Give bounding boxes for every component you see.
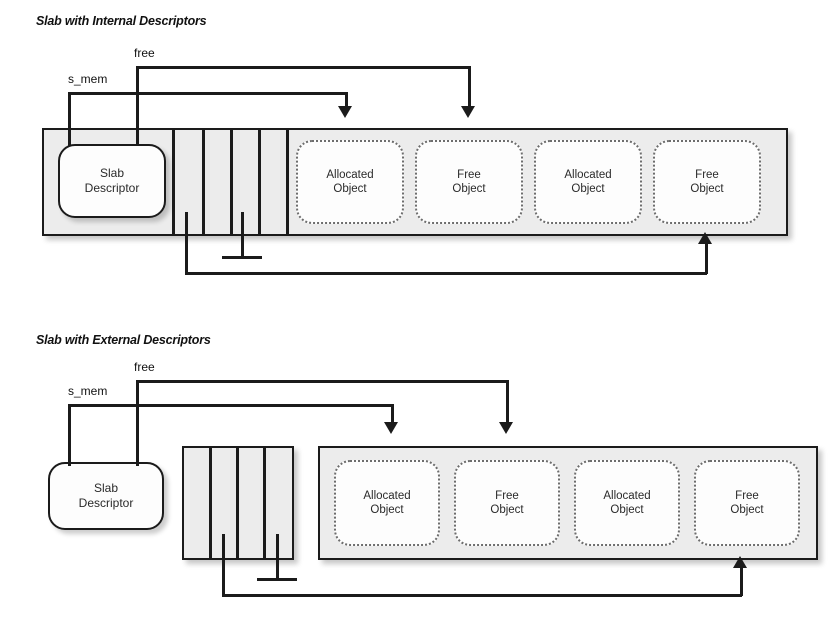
s-mem-connector-v-right-external — [391, 404, 394, 424]
descriptor-stub-s-mem-internal — [68, 128, 71, 146]
s-mem-arrowhead-internal — [338, 106, 352, 118]
s-mem-connector-v-left-internal — [68, 92, 71, 130]
bufctl-null-bar-internal — [222, 256, 262, 259]
slab-descriptor-external: Slab Descriptor — [48, 462, 164, 530]
object-line-2: Object — [571, 183, 605, 195]
bufctl-link-v-end-external — [740, 568, 743, 596]
pointer-label-free-internal: free — [134, 46, 155, 60]
object-line-2: Object — [690, 183, 724, 195]
object-line-2: Object — [370, 504, 404, 516]
s-mem-arrowhead-external — [384, 422, 398, 434]
bufctl-null-stem-internal — [241, 212, 244, 258]
pointer-label-s-mem-internal: s_mem — [68, 72, 108, 86]
bufctl-divider — [286, 130, 289, 234]
object-line-2: Object — [730, 504, 764, 516]
object-line-1: Allocated — [363, 489, 411, 502]
bufctl-null-stem-external — [276, 534, 279, 580]
s-mem-connector-v-right-internal — [345, 92, 348, 108]
object-free-2-external: Free Object — [694, 460, 800, 546]
object-line-1: Allocated — [603, 489, 651, 502]
panel-title-internal: Slab with Internal Descriptors — [36, 14, 207, 28]
bufctl-null-bar-external — [257, 578, 297, 581]
object-allocated-2-internal: Allocated Object — [534, 140, 642, 224]
s-mem-connector-h-external — [68, 404, 393, 407]
bufctl-divider — [263, 448, 266, 558]
descriptor-stub-free-external — [136, 444, 139, 466]
descriptor-stub-free-internal — [136, 128, 139, 146]
s-mem-connector-h-internal — [68, 92, 347, 95]
object-line-2: Object — [452, 183, 486, 195]
bufctl-link-v-end-internal — [705, 244, 708, 274]
free-connector-v-right-internal — [468, 66, 471, 108]
bufctl-divider — [209, 448, 212, 558]
panel-title-external: Slab with External Descriptors — [36, 333, 211, 347]
bufctl-divider — [172, 130, 175, 234]
descriptor-line-2: Descriptor — [78, 496, 134, 510]
bufctl-link-h-internal — [185, 272, 707, 275]
object-line-2: Object — [610, 504, 644, 516]
object-free-1-internal: Free Object — [415, 140, 523, 224]
bufctl-divider — [230, 130, 233, 234]
free-connector-v-right-external — [506, 380, 509, 424]
free-connector-v-left-external — [136, 380, 139, 462]
object-free-1-external: Free Object — [454, 460, 560, 546]
bufctl-divider — [258, 130, 261, 234]
bufctl-divider — [202, 130, 205, 234]
free-connector-h-external — [136, 380, 508, 383]
object-free-2-internal: Free Object — [653, 140, 761, 224]
free-arrowhead-internal — [461, 106, 475, 118]
object-line-1: Allocated — [564, 168, 612, 181]
bufctl-link-h-external — [222, 594, 742, 597]
object-line-1: Free — [495, 489, 519, 502]
object-line-2: Object — [333, 183, 367, 195]
bufctl-arrowhead-external — [733, 556, 747, 568]
free-arrowhead-external — [499, 422, 513, 434]
bufctl-arrowhead-internal — [698, 232, 712, 244]
s-mem-connector-v-left-external — [68, 404, 71, 462]
bufctl-link-v-internal — [185, 212, 188, 274]
bufctl-link-v-external — [222, 534, 225, 596]
descriptor-stub-s-mem-external — [68, 444, 71, 466]
object-line-1: Free — [695, 168, 719, 181]
object-line-2: Object — [490, 504, 524, 516]
slab-descriptor-internal: Slab Descriptor — [58, 144, 166, 218]
descriptor-line-1: Slab — [93, 481, 119, 496]
object-line-1: Free — [457, 168, 481, 181]
object-allocated-1-external: Allocated Object — [334, 460, 440, 546]
free-connector-v-left-internal — [136, 66, 139, 130]
descriptor-line-1: Slab — [99, 166, 125, 181]
pointer-label-free-external: free — [134, 360, 155, 374]
bufctl-divider — [236, 448, 239, 558]
bufctl-array-external — [182, 446, 294, 560]
object-allocated-1-internal: Allocated Object — [296, 140, 404, 224]
descriptor-line-2: Descriptor — [84, 181, 140, 195]
object-line-1: Allocated — [326, 168, 374, 181]
pointer-label-s-mem-external: s_mem — [68, 384, 108, 398]
free-connector-h-internal — [136, 66, 470, 69]
object-line-1: Free — [735, 489, 759, 502]
object-allocated-2-external: Allocated Object — [574, 460, 680, 546]
